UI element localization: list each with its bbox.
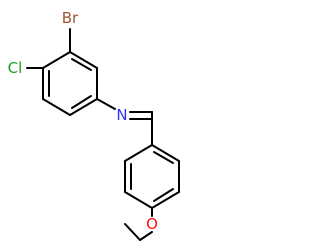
ring-b-bond [151,144,180,162]
bromine-atom-label: Br [62,9,79,27]
oxygen-atom-label: O [146,215,158,233]
chlorine-atom-label: Cl [8,59,23,77]
ring-b-bond [124,191,153,209]
ring-a-bond [69,98,98,116]
ring-b-inner-bond [153,188,174,202]
ring-a-inner-bond [71,58,92,71]
bromochlorophenyl-ring [42,51,98,116]
ring-a-inner-bond [71,95,92,109]
ring-b-bond [151,191,180,209]
ring-b-bond [124,144,153,162]
o-ethyl-bond [139,231,153,241]
ethyl-bond [124,223,141,241]
ethoxyphenyl-ring [124,144,180,209]
ring-b-inner-bond [153,151,174,164]
nitrogen-atom-label: N [116,106,127,124]
ring-to-n-bond [96,98,116,110]
ring-a-bond [42,51,71,69]
chemical-structure: Br Cl N O [8,9,180,241]
ring-a-bond [69,51,98,69]
ring-a-bond [42,98,71,116]
